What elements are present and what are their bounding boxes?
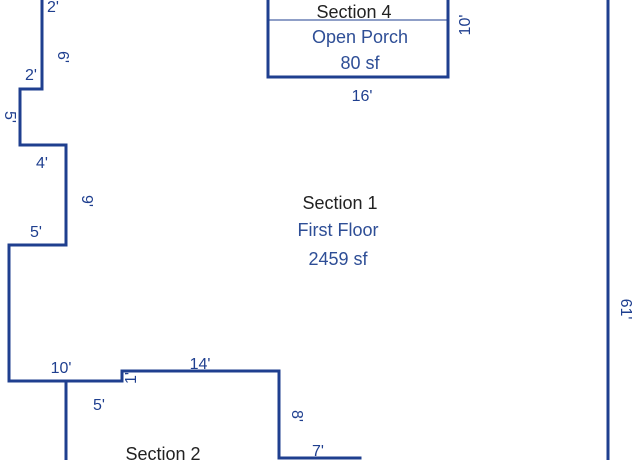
dim-left-g: 5' <box>30 224 42 241</box>
dim-bottom-b: 1' <box>123 372 140 384</box>
first-floor-outline <box>7 0 362 460</box>
section2-title: Section 2 <box>125 444 200 460</box>
section4-title: Section 4 <box>316 2 391 22</box>
dim-right-wall: 61' <box>617 299 634 320</box>
dim-bottom-c: 14' <box>190 356 211 373</box>
dim-porch-depth: 10' <box>457 15 474 36</box>
dim-porch-width: 16' <box>352 88 373 105</box>
section1-area: 2459 sf <box>308 249 368 269</box>
dim-bottom-a: 10' <box>51 360 72 377</box>
dim-top-left-b: 6' <box>54 51 71 63</box>
dim-top-left-c: 2' <box>25 67 37 84</box>
dim-left-e: 4' <box>36 155 48 172</box>
dim-left-f: 9' <box>78 195 95 207</box>
porch-outline <box>266 0 450 79</box>
section1-name: First Floor <box>298 220 379 240</box>
dim-top-left-d: 5' <box>1 111 18 123</box>
section4-area: 80 sf <box>340 53 380 73</box>
dim-bottom-d: 5' <box>93 397 105 414</box>
section4-name: Open Porch <box>312 27 408 47</box>
dim-top-left-a: 2' <box>47 0 59 16</box>
section1-title: Section 1 <box>302 193 377 213</box>
dim-bottom-f: 7' <box>312 443 324 460</box>
dim-bottom-e: 8' <box>288 410 305 422</box>
